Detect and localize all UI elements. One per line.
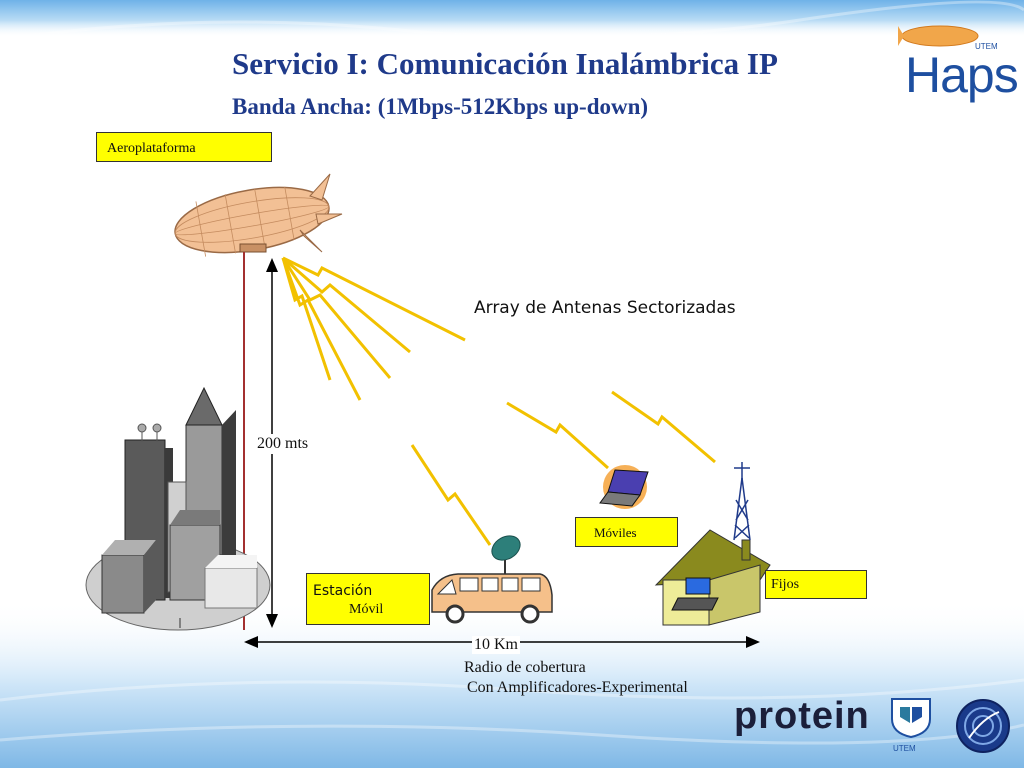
estacion-movil-label: Estación Móvil: [306, 573, 430, 625]
city-buildings-icon: [85, 386, 271, 631]
amplificadores-label: Con Amplificadores-Experimental: [467, 679, 688, 696]
slide-title: Servicio I: Comunicación Inalámbrica IP: [232, 46, 778, 81]
estacion-text: Estación: [313, 583, 373, 599]
altura-label: 200 mts: [257, 434, 309, 454]
mini-blimp-logo-icon: [898, 25, 979, 47]
house-icon: [654, 529, 771, 626]
array-antenas-label: Array de Antenas Sectorizadas: [474, 298, 736, 318]
satellite-dish-icon: [491, 535, 521, 574]
utem-bottom-text: UTEM: [893, 744, 916, 753]
circular-seal-icon: [956, 699, 1010, 753]
aeroplataforma-text: Aeroplataforma: [107, 141, 196, 156]
distancia-label: 10 Km: [472, 636, 520, 654]
utem-shield-icon: [891, 698, 931, 739]
laptop-icon: [599, 465, 649, 509]
moviles-text: Móviles: [594, 525, 637, 540]
antenna-tower-icon: [733, 462, 751, 541]
moviles-label: Móviles: [575, 517, 678, 547]
protein-logo: protein: [734, 695, 870, 737]
utem-logo-text: UTEM: [975, 42, 998, 51]
fijos-text: Fijos: [771, 577, 800, 592]
radio-cobertura-label: Radio de cobertura: [464, 659, 586, 676]
movil-text: Móvil: [349, 602, 384, 617]
antenna-beams: [281, 256, 466, 401]
fijos-label: Fijos: [765, 570, 867, 599]
van-icon: [431, 573, 553, 624]
aeroplataforma-label: Aeroplataforma: [96, 132, 272, 162]
slide-subtitle: Banda Ancha: (1Mbps-512Kbps up-down): [232, 94, 649, 119]
blimp-icon: [174, 173, 343, 257]
signal-bolts: [410, 390, 716, 546]
haps-logo: Haps: [905, 47, 1019, 103]
